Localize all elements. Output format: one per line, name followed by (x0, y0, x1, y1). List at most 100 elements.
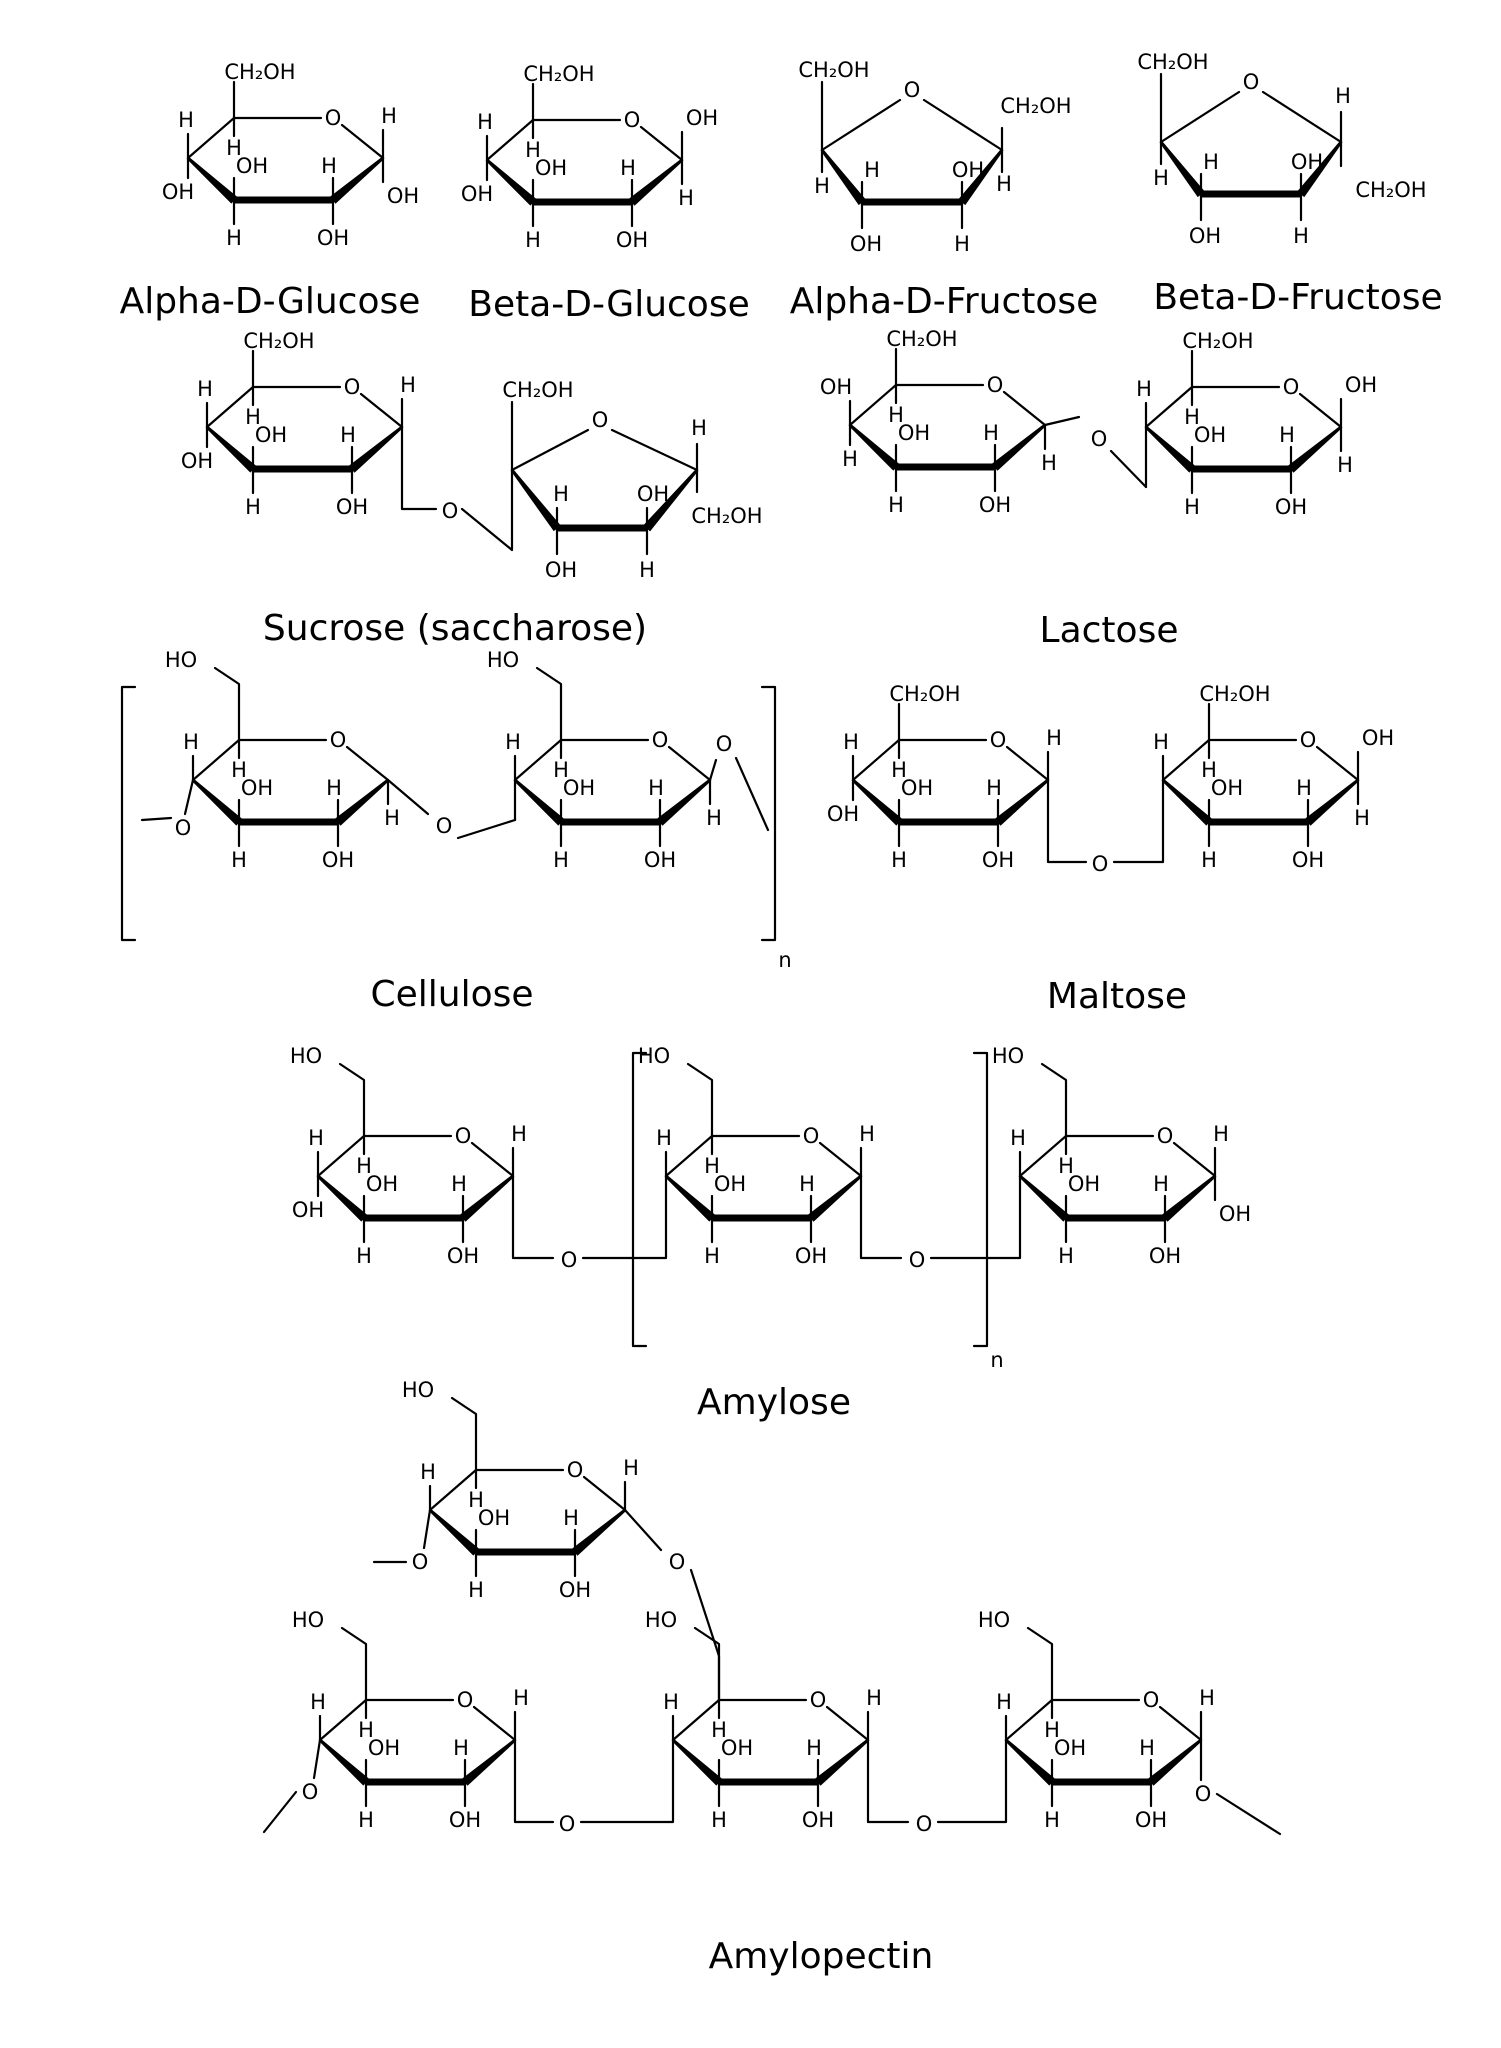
atom-label-ch2oh: CH₂OH (243, 329, 314, 353)
atom-label-hydrogen: H (806, 1736, 822, 1760)
bond-line (581, 1174, 668, 1260)
atom-label-hydroxyl: OH (979, 493, 1011, 517)
atom-label-hydrogen: H (648, 776, 664, 800)
ring-bond (582, 1475, 627, 1512)
atom-label-hydroxyl: OH (1291, 150, 1323, 174)
atom-label-hydrogen: H (704, 1154, 720, 1178)
atom-label-hydrogen: H (513, 1686, 529, 1710)
ring-bond (1144, 385, 1281, 429)
ring-bond (1315, 745, 1360, 782)
bond-line (460, 468, 514, 552)
ring-bond (345, 745, 390, 782)
ring-bond (1158, 1705, 1203, 1742)
bracket (760, 685, 777, 942)
wedge-bond (186, 156, 238, 204)
atom-label-hydrogen: H (308, 1126, 324, 1150)
atom-label-hydroxyl: OH (449, 1808, 481, 1832)
atom-label-oxygen: O (1143, 1688, 1160, 1712)
atom-label-hydrogen: H (663, 1690, 679, 1714)
atom-label-hydroxyl: OH (255, 423, 287, 447)
label-beta-d-glucose: Beta-D-Glucose (468, 284, 749, 325)
structure-atoms: OCH₂OHHHOHOHHHOHHOHOCH₂OHHHOHOHHHOHOHHOC… (162, 50, 1427, 1836)
atom-label-oxygen: O (916, 1812, 933, 1836)
atom-label-oxygen: O (442, 499, 459, 523)
atom-label-hydroxyl_left: HO (487, 648, 519, 672)
ring-bond (318, 1698, 455, 1742)
label-sucrose: Sucrose (saccharose) (263, 608, 647, 649)
atom-label-oxygen: O (1091, 427, 1108, 451)
bond-line (866, 1738, 910, 1824)
label-alpha-d-fructose: Alpha-D-Fructose (790, 281, 1099, 322)
atom-label-hydroxyl: OH (181, 449, 213, 473)
atom-label-hydrogen: H (505, 730, 521, 754)
atom-label-hydroxyl: OH (447, 1244, 479, 1268)
atom-label-repeat: n (778, 948, 791, 972)
atom-label-hydrogen: H (1136, 377, 1152, 401)
atom-label-hydroxyl: OH (317, 226, 349, 250)
atom-label-hydrogen: H (1153, 1172, 1169, 1196)
wedge-bond (671, 1738, 723, 1786)
wedge-bond (485, 158, 537, 206)
atom-label-hydroxyl: OH (292, 1198, 324, 1222)
bond-line (1043, 415, 1081, 427)
atom-label-hydroxyl_left: HO (165, 648, 197, 672)
atom-label-hydroxyl_left: HO (645, 1608, 677, 1632)
atom-label-oxygen: O (412, 1550, 429, 1574)
atom-label-hydroxyl: OH (795, 1244, 827, 1268)
ring-bond (1005, 745, 1050, 782)
wedge-bond (459, 1174, 515, 1222)
atom-label-hydrogen: H (525, 228, 541, 252)
atom-label-hydrogen: H (358, 1718, 374, 1742)
ring-bond (671, 1698, 808, 1742)
bond-line (1046, 778, 1088, 864)
atom-label-hydrogen: H (623, 1456, 639, 1480)
atom-label-oxygen: O (455, 1124, 472, 1148)
atom-label-oxygen: O (561, 1248, 578, 1272)
atom-label-oxygen: O (302, 1780, 319, 1804)
atom-label-hydroxyl: OH (850, 232, 882, 256)
atom-label-hydroxyl: OH (1275, 495, 1307, 519)
atom-label-oxygen: O (987, 373, 1004, 397)
wedge-bond (994, 778, 1050, 826)
atom-label-hydrogen: H (983, 421, 999, 445)
atom-label-hydroxyl: OH (545, 558, 577, 582)
atom-label-hydrogen: H (231, 758, 247, 782)
wedge-bond (1144, 425, 1196, 473)
atom-label-hydrogen: H (1153, 166, 1169, 190)
ring-bond (1298, 392, 1343, 429)
atom-label-hydrogen: H (1046, 726, 1062, 750)
atom-label-hydrogen: H (226, 226, 242, 250)
bond-line (689, 1568, 721, 1702)
atom-label-ch2oh: CH₂OH (502, 378, 573, 402)
atom-label-hydroxyl: OH (1362, 726, 1394, 750)
atom-label-hydroxyl_left: HO (290, 1044, 322, 1068)
atom-label-ch2oh: CH₂OH (1137, 50, 1208, 74)
atom-label-hydrogen: H (477, 110, 493, 134)
atom-label-hydrogen: H (1293, 224, 1309, 248)
atom-label-oxygen: O (175, 816, 192, 840)
atom-label-oxygen: O (652, 728, 669, 752)
atom-label-hydrogen: H (468, 1578, 484, 1602)
ring-bond (1159, 90, 1241, 144)
atom-label-hydrogen: H (1335, 84, 1351, 108)
atom-label-oxygen: O (436, 814, 453, 838)
wedge-bond (1018, 1174, 1070, 1222)
bond-line (1109, 449, 1148, 489)
ring-bond (472, 1705, 517, 1742)
wedge-bond (329, 156, 385, 204)
atom-label-hydrogen: H (245, 495, 261, 519)
label-amylopectin: Amylopectin (709, 1936, 934, 1977)
ring-bond (820, 98, 902, 152)
atom-label-hydrogen: H (864, 158, 880, 182)
atom-label-hydrogen: H (891, 758, 907, 782)
atom-label-hydrogen: H (231, 848, 247, 872)
atom-label-oxygen: O (325, 106, 342, 130)
bond-line (183, 778, 195, 816)
ring-bond (316, 1134, 453, 1178)
atom-label-hydrogen: H (1279, 423, 1295, 447)
ring-bond (1002, 390, 1047, 427)
atom-label-hydrogen: H (1044, 1718, 1060, 1742)
ring-bond (186, 116, 323, 160)
atom-label-hydroxyl: OH (1219, 1202, 1251, 1226)
